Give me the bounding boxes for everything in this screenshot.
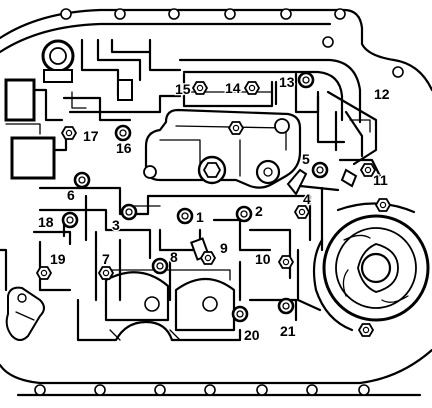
callout-21: 21 (280, 323, 296, 339)
callout-13: 13 (279, 74, 295, 90)
callout-labels: 1 2 3 4 5 6 7 8 9 10 11 12 13 14 15 16 1… (37, 73, 391, 345)
filter-housing (41, 39, 75, 83)
gasket-frame (0, 8, 432, 397)
pump-gear (312, 198, 430, 337)
callout-11: 11 (373, 172, 388, 188)
callout-15: 15 (175, 81, 191, 97)
central-plate (143, 108, 302, 189)
callout-18: 18 (38, 214, 54, 230)
upper-channels (62, 38, 362, 124)
callout-8: 8 (170, 249, 178, 265)
left-blocks (4, 78, 68, 180)
callout-12: 12 (374, 86, 390, 102)
callout-20: 20 (244, 327, 260, 343)
callout-1: 1 (196, 209, 204, 225)
callout-14: 14 (225, 80, 241, 96)
callout-17: 17 (83, 128, 99, 144)
callout-9: 9 (220, 240, 228, 256)
bottom-cavities (76, 271, 298, 342)
callout-3: 3 (112, 217, 120, 233)
callout-16: 16 (116, 140, 132, 156)
callout-6: 6 (67, 187, 75, 203)
callout-2: 2 (255, 203, 263, 219)
callout-19: 19 (50, 251, 66, 267)
callout-10: 10 (255, 251, 271, 267)
lower-body (32, 186, 324, 312)
callout-5: 5 (302, 151, 310, 167)
callout-7: 7 (102, 251, 110, 267)
right-bracket (316, 90, 382, 178)
callout-4: 4 (303, 191, 311, 207)
manual-lever (0, 248, 45, 341)
detent-lever (286, 168, 358, 196)
